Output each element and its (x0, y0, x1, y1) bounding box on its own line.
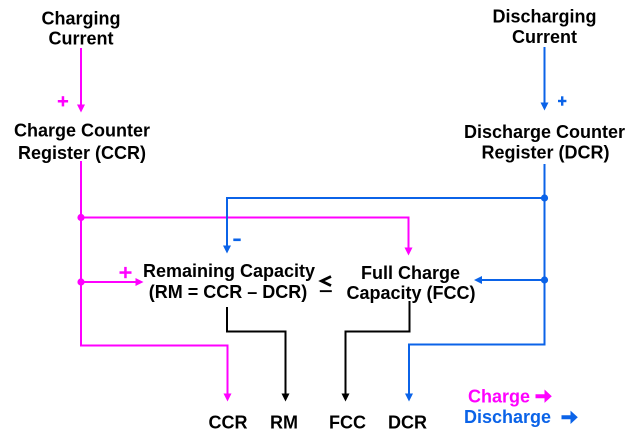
svg-text:Full Charge: Full Charge (361, 263, 460, 283)
svg-text:CCR: CCR (209, 412, 248, 432)
svg-text:(RM = CCR – DCR): (RM = CCR – DCR) (149, 282, 308, 302)
svg-text:Charge Counter: Charge Counter (14, 121, 150, 141)
svg-text:Discharge: Discharge (464, 407, 551, 427)
svg-text:DCR: DCR (388, 412, 427, 432)
svg-text:Capacity (FCC): Capacity (FCC) (346, 283, 475, 303)
svg-text:FCC: FCC (329, 412, 366, 432)
svg-text:Current: Current (512, 27, 577, 47)
svg-text:Current: Current (48, 29, 113, 49)
svg-text:Charging: Charging (42, 8, 121, 28)
svg-text:Discharging: Discharging (492, 6, 596, 26)
svg-text:Register (CCR): Register (CCR) (18, 143, 146, 163)
svg-text:Remaining Capacity: Remaining Capacity (143, 261, 315, 281)
svg-text:RM: RM (270, 412, 298, 432)
svg-text:Discharge Counter: Discharge Counter (464, 122, 625, 142)
svg-text:Charge: Charge (468, 386, 530, 406)
svg-text:Register (DCR): Register (DCR) (481, 142, 609, 162)
